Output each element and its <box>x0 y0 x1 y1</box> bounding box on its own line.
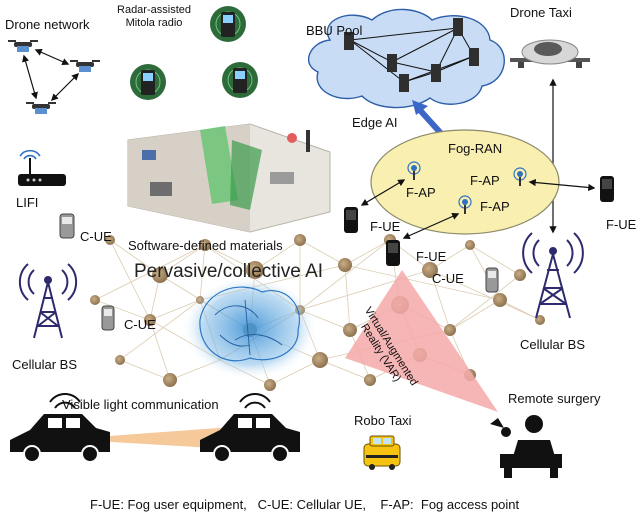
label-fue-mid: F-UE <box>416 249 447 264</box>
robo-taxi-icon <box>363 435 401 470</box>
label-cue-left: C-UE <box>124 317 156 332</box>
label-radar-mitola: Radar-assisted Mitola radio <box>117 4 191 29</box>
drone-icon <box>26 102 56 114</box>
cellular-tower-icon <box>522 232 584 319</box>
label-remote-surgery: Remote surgery <box>508 391 601 406</box>
label-fap-2: F-AP <box>470 173 500 188</box>
label-drone-network: Drone network <box>5 17 90 32</box>
cellular-tower-icon <box>18 263 78 339</box>
fap-antenna-icon <box>407 161 421 180</box>
lifi-router-icon <box>18 149 66 186</box>
label-fap-3: F-AP <box>480 199 510 214</box>
drone-icon <box>8 40 38 52</box>
cue-phone-icon <box>485 267 499 293</box>
cue-phone-icon <box>101 305 115 331</box>
mitola-radio-icon <box>130 64 166 100</box>
mitola-radio-icon <box>222 62 258 98</box>
label-software-materials: Software-defined materials <box>128 238 283 253</box>
remote-surgery-icon <box>490 415 562 478</box>
fap-antenna-icon <box>513 167 527 186</box>
label-fap-1: F-AP <box>406 185 436 200</box>
smart-room-illustration <box>127 123 331 233</box>
cue-phone-icon <box>59 213 75 239</box>
pervasive-ai-brain <box>182 276 318 380</box>
fue-phone-icon <box>344 207 358 233</box>
fue-phone-icon <box>600 176 614 202</box>
label-fue-left: F-UE <box>370 219 401 234</box>
label-robo-taxi: Robo Taxi <box>354 413 412 428</box>
var-beam <box>345 270 498 412</box>
fue-phone-icon <box>386 240 400 266</box>
label-cue-mid: C-UE <box>432 271 464 286</box>
car-icon-left <box>10 393 110 463</box>
car-icon-right <box>200 393 300 463</box>
label-cellular-bs-left: Cellular BS <box>12 357 78 372</box>
mitola-radio-icon <box>210 6 246 42</box>
label-bbu-pool: BBU Pool <box>306 23 363 38</box>
label-drone-taxi: Drone Taxi <box>510 5 572 20</box>
label-edge-ai: Edge AI <box>352 115 398 130</box>
bbu-servers <box>344 18 479 92</box>
fue-link <box>528 178 596 192</box>
drone-icon <box>70 60 100 72</box>
label-visible-light: Visible light communication <box>62 397 219 412</box>
label-pervasive-ai: Pervasive/collective AI <box>134 261 324 282</box>
fue-link <box>402 213 460 239</box>
label-cellular-bs-right: Cellular BS <box>520 337 586 352</box>
fap-antenna-icon <box>458 195 472 214</box>
label-fog-ran: Fog-RAN <box>448 141 503 156</box>
label-lifi: LIFI <box>16 195 39 210</box>
drone-network <box>8 40 100 114</box>
legend-text: F-UE: Fog user equipment, C-UE: Cellular… <box>90 497 520 512</box>
label-fue-right: F-UE <box>606 217 637 232</box>
drone-taxi-icon <box>510 39 590 68</box>
fue-link <box>360 179 406 206</box>
label-cue-top: C-UE <box>80 229 112 244</box>
